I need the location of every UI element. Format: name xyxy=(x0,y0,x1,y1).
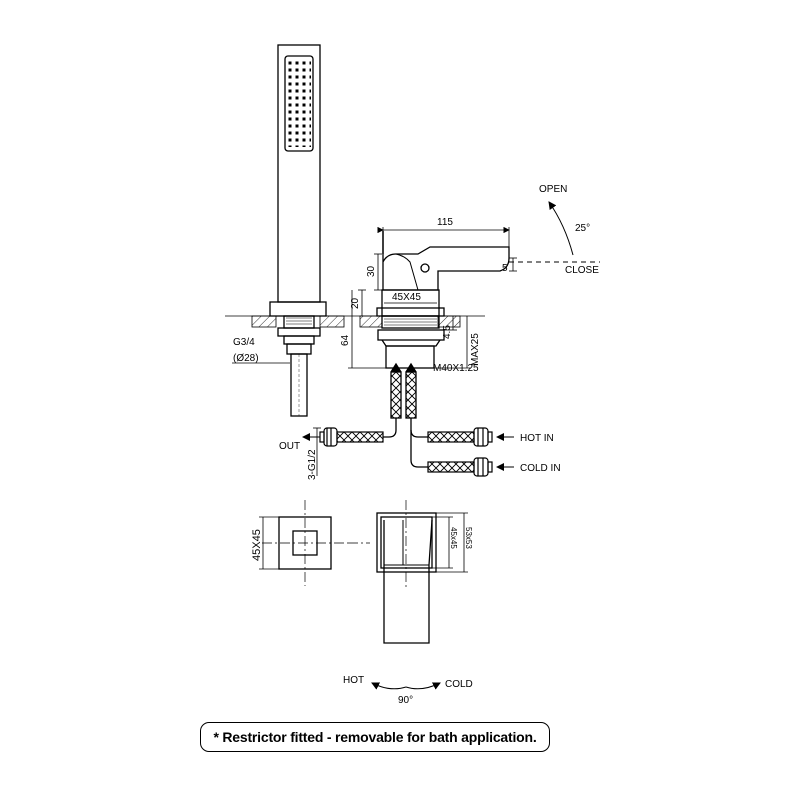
spray-face xyxy=(284,55,314,152)
mixer-plan-lever-top xyxy=(380,516,433,569)
holder-block xyxy=(269,301,327,317)
hose-route-cold xyxy=(410,430,428,468)
mixer-lever xyxy=(382,231,510,291)
dim-115-label: 115 xyxy=(437,217,453,228)
mixer-plan-lever xyxy=(383,519,433,644)
spray-holes xyxy=(287,60,311,147)
open-arc-arrow xyxy=(548,201,574,256)
dimension-lines xyxy=(348,226,517,369)
plan-45x45-small-label: 45x45 xyxy=(449,527,458,549)
hot-inlet-hose xyxy=(427,427,493,447)
hot-in-label: HOT IN xyxy=(520,433,554,444)
dia-28-label: (Ø28) xyxy=(233,353,259,364)
rotation-arrow-cold xyxy=(405,682,441,690)
close-label: CLOSE xyxy=(565,265,599,276)
deck-hatch-right-a xyxy=(359,315,383,328)
hose-vertical-left xyxy=(390,371,402,419)
shower-nut-lower xyxy=(283,335,315,345)
out-label: OUT xyxy=(279,441,300,452)
deck-hatch-left-b xyxy=(319,315,345,328)
dim-max25-label: MAX25 xyxy=(470,333,481,366)
mixer-shank xyxy=(381,315,440,329)
plan-center-lines xyxy=(262,500,407,590)
hand-shower xyxy=(225,44,355,417)
dim-5-label: 5 xyxy=(502,263,508,274)
angle-90-label: 90° xyxy=(398,695,413,706)
angle-25-label: 25° xyxy=(575,223,590,234)
hose-route-out xyxy=(383,418,397,438)
plan-45x45-label: 45X45 xyxy=(251,529,263,561)
shower-nut xyxy=(277,327,321,337)
dim-30-label: 30 xyxy=(366,265,377,277)
plan-53x53-label: 53x53 xyxy=(464,527,473,549)
plan-dimension-lines xyxy=(259,512,468,573)
dim-45x45-label: 45X45 xyxy=(392,292,421,303)
shower-nut-base xyxy=(286,343,312,355)
mixer-nut xyxy=(377,329,445,341)
hose-vertical-right xyxy=(405,371,417,419)
mixer-plan-body xyxy=(376,512,437,573)
dim-20-label: 20 xyxy=(350,297,361,309)
thread-m40-label: M40X1.25 xyxy=(433,363,479,374)
open-label: OPEN xyxy=(539,184,567,195)
plan-views xyxy=(278,512,437,644)
mixer-base-plate xyxy=(376,307,445,317)
restrictor-note: * Restrictor fitted - removable for bath… xyxy=(200,722,550,752)
deck-hatch-left-a xyxy=(251,315,277,328)
dim-4-5-label: 4.5 xyxy=(442,325,453,339)
dim-64-label: 64 xyxy=(340,334,351,346)
thread-g34-label: G3/4 xyxy=(233,337,255,348)
cold-label: COLD xyxy=(445,679,473,690)
rotation-arrow-hot xyxy=(371,682,407,690)
hot-label: HOT xyxy=(343,675,364,686)
cold-inlet-hose xyxy=(427,457,493,477)
thread-g12-label: 3-G1/2 xyxy=(307,449,318,480)
cold-in-label: COLD IN xyxy=(520,463,561,474)
hose-route-hot xyxy=(410,418,428,438)
mixer-side-view xyxy=(355,231,510,468)
outlet-hose xyxy=(319,427,384,447)
deck-hatch-right-b xyxy=(437,315,461,328)
